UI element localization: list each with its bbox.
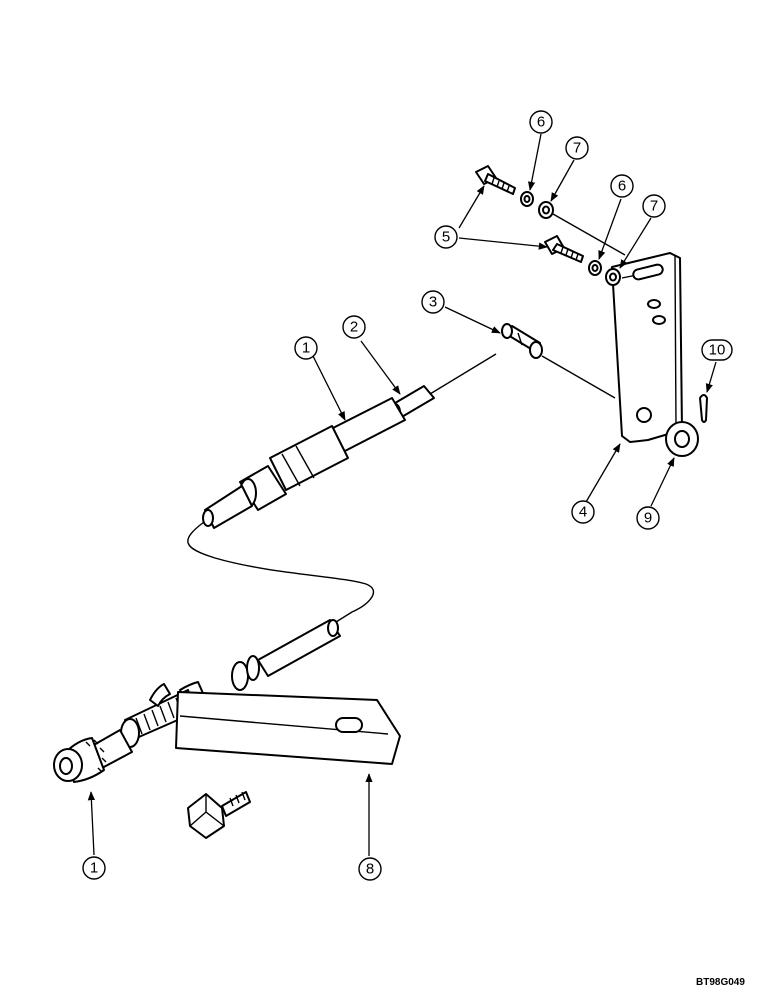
callout-label: 6 <box>618 178 626 195</box>
leader-lines <box>87 133 717 856</box>
callout-1-lower: 1 <box>82 856 106 880</box>
cotter-pin-part <box>699 394 708 423</box>
cable-flex-line <box>187 521 375 623</box>
callout-6-lower: 6 <box>610 174 634 198</box>
callout-label: 8 <box>366 861 374 878</box>
callout-label: 5 <box>442 229 450 246</box>
bolt-upper-part <box>475 165 516 195</box>
callout-7-lower: 7 <box>642 194 666 218</box>
bolt-lower-part <box>544 235 584 263</box>
callout-label: 1 <box>90 860 98 877</box>
callout-5: 5 <box>434 225 458 249</box>
cable-upper-part <box>202 353 497 529</box>
callout-8: 8 <box>358 857 382 881</box>
drawing-code: BT98G049 <box>696 977 745 988</box>
callout-label: 9 <box>644 510 652 527</box>
pin-part <box>501 323 543 359</box>
loose-bolt-part <box>187 791 251 839</box>
nut-upper-part <box>520 191 534 207</box>
callout-label: 1 <box>302 340 310 357</box>
alignment-line-upper <box>552 213 626 256</box>
callout-label: 4 <box>579 504 587 521</box>
callout-2: 2 <box>342 315 366 339</box>
callout-label: 7 <box>650 198 658 215</box>
callout-label: 2 <box>350 319 358 336</box>
callout-label: 3 <box>429 294 437 311</box>
washer-large-part <box>665 421 699 457</box>
callout-label: 6 <box>537 114 545 131</box>
callout-label: 7 <box>573 140 581 157</box>
callout-10: 10 <box>701 339 733 361</box>
mounting-plate-part <box>175 691 401 765</box>
callout-label: 10 <box>709 342 726 359</box>
alignment-line-pin <box>541 355 616 399</box>
callout-7-upper: 7 <box>565 136 589 160</box>
washer-upper-part <box>538 201 554 219</box>
callout-9: 9 <box>636 506 660 530</box>
callout-6-upper: 6 <box>529 110 553 134</box>
callout-3: 3 <box>421 290 445 314</box>
callout-4: 4 <box>571 500 595 524</box>
bracket-part <box>611 252 683 443</box>
nut-lower-part <box>588 260 602 276</box>
callout-1-upper: 1 <box>294 336 318 360</box>
washer-lower-part <box>605 268 621 286</box>
